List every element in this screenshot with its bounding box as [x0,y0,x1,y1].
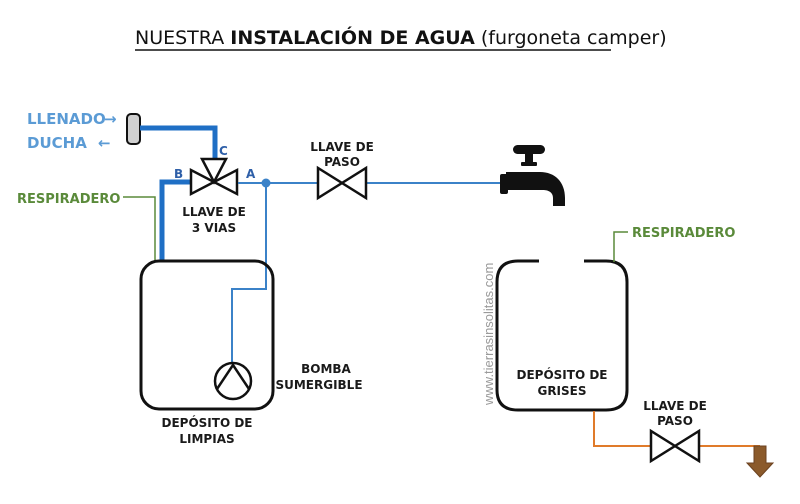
stop-valve-top-icon [316,165,368,201]
stop-valve-top-label-line1: LLAVE DE [310,140,374,154]
arrow-right-icon: → [104,110,117,128]
grey-pipe-to-valve [593,411,650,447]
water-tap-icon [500,145,565,206]
ducha-label: DUCHA [27,134,87,152]
title-suffix: (furgoneta camper) [475,27,667,49]
three-way-valve-icon [189,157,239,197]
stop-valve-bottom-label-line2: PASO [657,414,693,428]
grey-tank-label-line2: GRISES [537,384,586,398]
llenado-label: LLENADO [27,110,106,128]
stop-valve-top-label-line2: PASO [324,155,360,169]
port-b-label: B [174,167,183,181]
clean-tank-label-line2: LIMPIAS [179,432,234,446]
clean-tank-label-line1: DEPÓSITO DE [162,415,253,430]
respiradero-right-label: RESPIRADERO [632,226,735,241]
port-c-label: C [219,144,228,158]
pipe-junction-to-pump [231,183,267,364]
submersible-pump-icon [213,361,253,401]
respiradero-left-label: RESPIRADERO [17,192,120,207]
stop-valve-bottom-icon [649,428,701,464]
pipe-b-to-tank [159,179,190,262]
pump-label-line2: SUMERGIBLE [275,378,362,392]
three-way-valve-label-line2: 3 VIAS [192,221,236,235]
filling-connector-icon [126,113,141,145]
pipe-fill-to-c [140,125,218,160]
diagram-title: NUESTRA INSTALACIÓN DE AGUA (furgoneta c… [135,25,667,49]
pump-label-line1: BOMBA [301,362,351,376]
grey-tank-label-line1: DEPÓSITO DE [517,367,608,382]
stop-valve-bottom-label-line1: LLAVE DE [643,399,707,413]
grey-water-tank [495,259,629,412]
vent-pipe-right [613,231,628,262]
arrow-left-icon: ← [98,134,111,152]
port-a-label: A [246,167,256,181]
three-way-valve-label-line1: LLAVE DE [182,205,246,219]
title-prefix: NUESTRA [135,27,230,49]
clean-water-tank [139,259,275,411]
drain-arrow-icon [745,445,775,478]
title-bold: INSTALACIÓN DE AGUA [230,25,475,49]
watermark-text: www.tierrasinsolitas.com [481,263,496,406]
vent-pipe-left [123,196,156,262]
